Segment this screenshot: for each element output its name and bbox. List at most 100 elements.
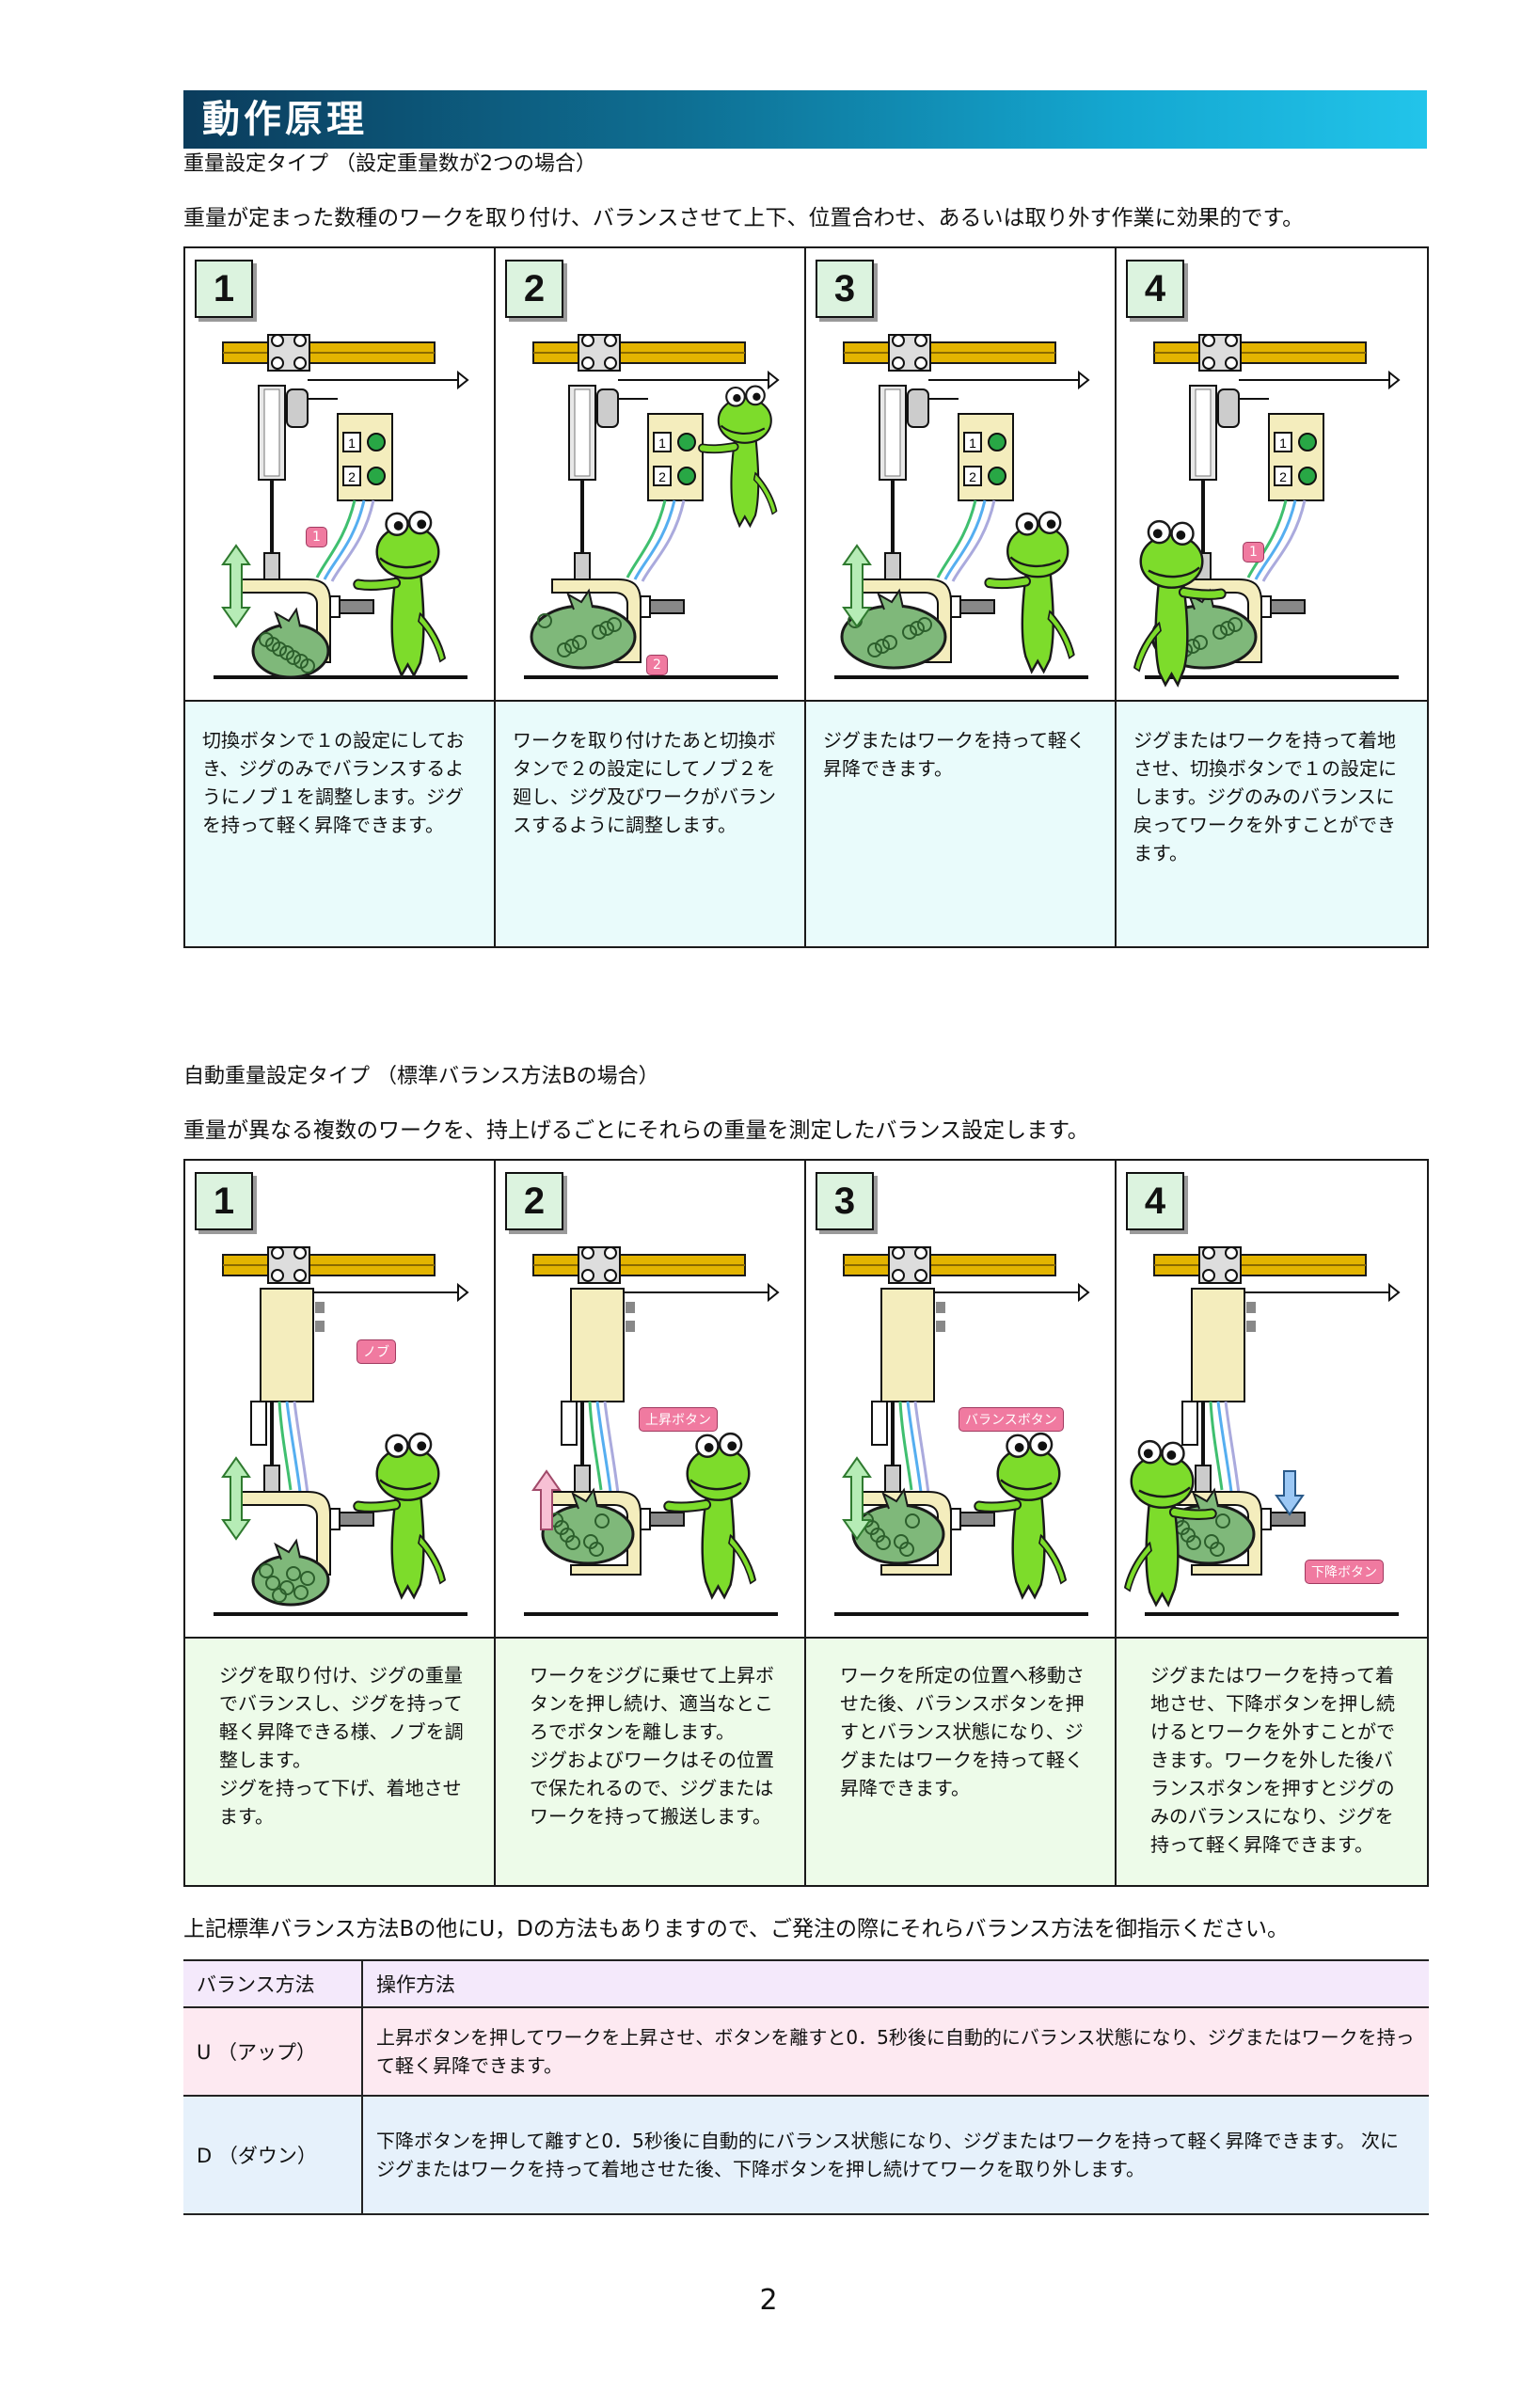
work-bag bbox=[851, 1487, 945, 1565]
frog-figure bbox=[1133, 519, 1227, 688]
up-arrow-icon bbox=[531, 1469, 562, 1530]
frog-figure bbox=[663, 1432, 757, 1600]
balance-method-note: 上記標準バランス方法Bの他にU，Dの方法もありますので、ご発注の際にそれらバラン… bbox=[183, 1917, 1290, 1941]
mechanism-diagram: 1 2 bbox=[214, 334, 469, 679]
step-number-badge: 4 bbox=[1126, 260, 1184, 318]
step-number-badge: 1 bbox=[195, 1172, 253, 1230]
trolley-icon bbox=[1198, 334, 1242, 372]
step-number-badge: 1 bbox=[195, 260, 253, 318]
callout-label: ノブ bbox=[357, 1339, 396, 1364]
frog-figure bbox=[984, 511, 1075, 674]
work-bag bbox=[251, 607, 330, 679]
switch-label-1: 1 bbox=[1279, 436, 1287, 451]
panel-description: ジグまたはワークを持って軽く昇降できます。 bbox=[806, 702, 1115, 946]
switch-box: 1 2 bbox=[647, 413, 704, 501]
balance-method-table: バランス方法 操作方法 U （アップ） 上昇ボタンを押してワークを上昇させ、ボタ… bbox=[183, 1959, 1429, 2215]
panel-description: 切換ボタンで１の設定にしておき、ジグのみでバランスするようにノブ１を調整します。… bbox=[185, 702, 494, 946]
panel-description: ジグまたはワークを持って着地させ、切換ボタンで１の設定にします。ジグのみのバラン… bbox=[1117, 702, 1427, 946]
section1-subtitle: 重量設定タイプ （設定重量数が2つの場合） bbox=[183, 152, 596, 176]
trolley-icon bbox=[888, 334, 931, 372]
switch-label-2: 2 bbox=[1279, 469, 1287, 484]
callout-label: 1 bbox=[1243, 542, 1264, 562]
panel-illustration: 1 ノブ bbox=[185, 1161, 494, 1639]
up-down-arrow-icon bbox=[221, 1456, 251, 1541]
page-number: 2 bbox=[759, 2284, 778, 2317]
frog-figure bbox=[698, 385, 778, 529]
trolley-icon bbox=[578, 334, 621, 372]
callout-label: 上昇ボタン bbox=[639, 1407, 718, 1432]
switch-label-1: 1 bbox=[348, 436, 356, 451]
callout-label: 1 bbox=[306, 527, 327, 547]
step-number-badge: 3 bbox=[816, 260, 874, 318]
trolley-icon bbox=[888, 1246, 931, 1284]
mechanism-diagram bbox=[524, 1246, 780, 1616]
step-number-badge: 4 bbox=[1126, 1172, 1184, 1230]
step-number-badge: 2 bbox=[505, 260, 563, 318]
switch-label-1: 1 bbox=[658, 436, 666, 451]
table-header-method: バランス方法 bbox=[183, 1960, 363, 2008]
table-cell-desc: 上昇ボタンを押してワークを上昇させ、ボタンを離すと0．5秒後に自動的にバランス状… bbox=[362, 2007, 1429, 2097]
panel-description: ジグを取り付け、ジグの重量でバランスし、ジグを持って軽く昇降できる様、ノブを調整… bbox=[185, 1639, 494, 1885]
callout-label: 2 bbox=[646, 655, 668, 675]
step-number-badge: 3 bbox=[816, 1172, 874, 1230]
switch-label-2: 2 bbox=[348, 469, 356, 484]
trolley-icon bbox=[267, 1246, 310, 1284]
page-title: 動作原理 bbox=[202, 98, 368, 141]
callout-label: 下降ボタン bbox=[1305, 1560, 1384, 1584]
table-cell-desc: 下降ボタンを押して離すと0．5秒後に自動的にバランス状態になり、ジグまたはワーク… bbox=[362, 2096, 1429, 2215]
work-bag bbox=[251, 1538, 330, 1607]
switch-box: 1 2 bbox=[1268, 413, 1324, 501]
up-down-arrow-icon bbox=[221, 544, 251, 628]
work-bag bbox=[541, 1487, 635, 1565]
callout-label: バランスボタン bbox=[959, 1407, 1064, 1432]
frog-figure bbox=[353, 510, 447, 678]
mechanism-diagram: 1 2 bbox=[524, 334, 780, 679]
panel-illustration: 1 2 4 1 bbox=[1117, 248, 1427, 702]
section2-lead: 重量が異なる複数のワークを、持上げるごとにそれらの重量を測定したバランス設定しま… bbox=[183, 1118, 1089, 1143]
switch-label-2: 2 bbox=[658, 469, 666, 484]
table-header-row: バランス方法 操作方法 bbox=[183, 1960, 1429, 2008]
frog-figure bbox=[353, 1432, 447, 1600]
section1-lead: 重量が定まった数種のワークを取り付け、バランスさせて上下、位置合わせ、あるいは取… bbox=[183, 206, 1305, 230]
mechanism-diagram bbox=[834, 1246, 1090, 1616]
trolley-icon bbox=[578, 1246, 621, 1284]
table-row: U （アップ） 上昇ボタンを押してワークを上昇させ、ボタンを離すと0．5秒後に自… bbox=[183, 2007, 1429, 2097]
panel-description: ジグまたはワークを持って着地させ、下降ボタンを押し続けるとワークを外すことができ… bbox=[1117, 1639, 1427, 1885]
work-bag bbox=[1162, 1487, 1256, 1565]
up-down-arrow-icon bbox=[842, 544, 872, 628]
section-header-bar bbox=[183, 90, 1427, 149]
work-bag bbox=[840, 588, 947, 670]
mechanism-diagram bbox=[214, 1246, 469, 1616]
table-row: D （ダウン） 下降ボタンを押して離すと0．5秒後に自動的にバランス状態になり、… bbox=[183, 2096, 1429, 2215]
switch-label-1: 1 bbox=[969, 436, 976, 451]
panel-illustration: 1 2 2 2 bbox=[496, 248, 804, 702]
panel-description: ワークをジグに乗せて上昇ボタンを押し続け、適当なところでボタンを離します。 ジグ… bbox=[496, 1639, 804, 1885]
frog-figure bbox=[974, 1432, 1068, 1600]
work-bag bbox=[530, 588, 637, 670]
mechanism-diagram: 1 2 bbox=[1133, 334, 1401, 688]
switch-box: 1 2 bbox=[337, 413, 393, 501]
up-down-arrow-icon bbox=[842, 1456, 872, 1541]
trolley-icon bbox=[1198, 1246, 1242, 1284]
trolley-icon bbox=[267, 334, 310, 372]
panel-illustration: 3 バランスボタン bbox=[806, 1161, 1115, 1639]
mechanism-diagram: 1 2 bbox=[834, 334, 1090, 679]
table-header-operation: 操作方法 bbox=[362, 1960, 1429, 2008]
panel-illustration: 4 下降ボタン bbox=[1117, 1161, 1427, 1639]
section2-panels: 1 ノブジグを取り付け、ジグの重量でバランスし、ジグを持って軽く昇降できる様、ノブ… bbox=[183, 1159, 1429, 1887]
frog-figure bbox=[1123, 1439, 1217, 1608]
panel-illustration: 1 2 1 1 bbox=[185, 248, 494, 702]
switch-label-2: 2 bbox=[969, 469, 976, 484]
section2-subtitle: 自動重量設定タイプ （標準バランス方法Bの場合） bbox=[183, 1065, 659, 1088]
panel-4: 4 下降ボタンジグまたはワークを持って着地させ、下降ボタンを押し続けるとワークを外… bbox=[1117, 1161, 1427, 1885]
table-cell-method: D （ダウン） bbox=[183, 2096, 363, 2215]
panel-illustration: 1 2 3 bbox=[806, 248, 1115, 702]
table-cell-method: U （アップ） bbox=[183, 2007, 363, 2097]
